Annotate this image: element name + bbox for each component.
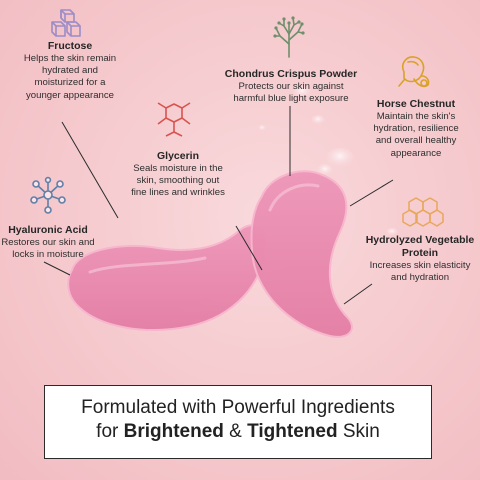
vegetable-protein-label: Hydrolyzed Vegetable Protein Increases s… xyxy=(364,234,476,284)
fructose-desc-1: Helps the skin remain xyxy=(23,53,117,64)
tagline-pre: for xyxy=(96,421,124,442)
vegetable-protein-title-2: Protein xyxy=(401,247,439,259)
tagline-brightened: Brightened xyxy=(123,421,224,442)
right-eye-patch xyxy=(250,170,353,338)
seaweed-icon xyxy=(273,16,305,58)
vegetable-protein-desc-2: and hydration xyxy=(390,272,450,284)
glycerin-desc-1: Seals moisture in the xyxy=(133,163,223,174)
horse-chestnut-desc-3: and overall healthy xyxy=(375,135,457,147)
vegetable-protein-title-1: Hydrolyzed Vegetable xyxy=(365,234,475,246)
chondrus-desc-1: Protects our skin against xyxy=(238,81,344,92)
glycerin-desc-3: fine lines and wrinkles xyxy=(131,187,225,199)
fructose-label: Fructose Helps the skin remain hydrated … xyxy=(10,40,130,102)
fructose-title: Fructose xyxy=(47,40,93,52)
tagline-post: Skin xyxy=(337,421,380,442)
horse-chestnut-desc-4: appearance xyxy=(390,147,442,159)
hyaluronic-desc-1: Restores our skin and xyxy=(1,237,95,248)
tagline-line-1: Formulated with Powerful Ingredients xyxy=(81,397,395,418)
sugar-cubes-icon xyxy=(51,9,81,37)
tagline-mid: & xyxy=(223,421,248,442)
glycerin-desc-2: skin, smoothing out xyxy=(136,175,220,187)
honeycomb-icon xyxy=(402,197,444,227)
chondrus-label: Chondrus Crispus Powder Protects our ski… xyxy=(218,68,364,105)
fructose-desc-4: younger appearance xyxy=(25,89,114,101)
vegetable-protein-desc-1: Increases skin elasticity xyxy=(369,260,471,271)
glycerin-title: Glycerin xyxy=(156,150,200,162)
horse-chestnut-desc-2: hydration, resilience xyxy=(373,123,459,135)
horse-chestnut-title: Horse Chestnut xyxy=(376,98,456,110)
hyaluronic-title: Hyaluronic Acid xyxy=(8,224,88,236)
chestnut-icon xyxy=(398,56,430,88)
chondrus-desc-2: harmful blue light exposure xyxy=(233,93,349,105)
hyaluronic-label: Hyaluronic Acid Restores our skin and lo… xyxy=(0,224,96,261)
tagline-tightened: Tightened xyxy=(247,421,338,442)
hyaluronic-desc-2: locks in moisture xyxy=(12,249,84,261)
molecule-icon xyxy=(157,102,191,137)
network-molecule-icon xyxy=(30,176,66,214)
left-eye-patch xyxy=(67,224,268,331)
fructose-desc-3: moisturized for a xyxy=(34,77,106,89)
tagline-line-2: for Brightened & Tightened Skin xyxy=(45,420,431,444)
horse-chestnut-label: Horse Chestnut Maintain the skin's hydra… xyxy=(364,98,468,160)
glycerin-label: Glycerin Seals moisture in the skin, smo… xyxy=(122,150,234,200)
fructose-desc-2: hydrated and xyxy=(41,65,98,77)
horse-chestnut-desc-1: Maintain the skin's xyxy=(376,111,456,122)
chondrus-title: Chondrus Crispus Powder xyxy=(224,68,358,80)
tagline-banner: Formulated with Powerful Ingredients for… xyxy=(44,385,432,459)
